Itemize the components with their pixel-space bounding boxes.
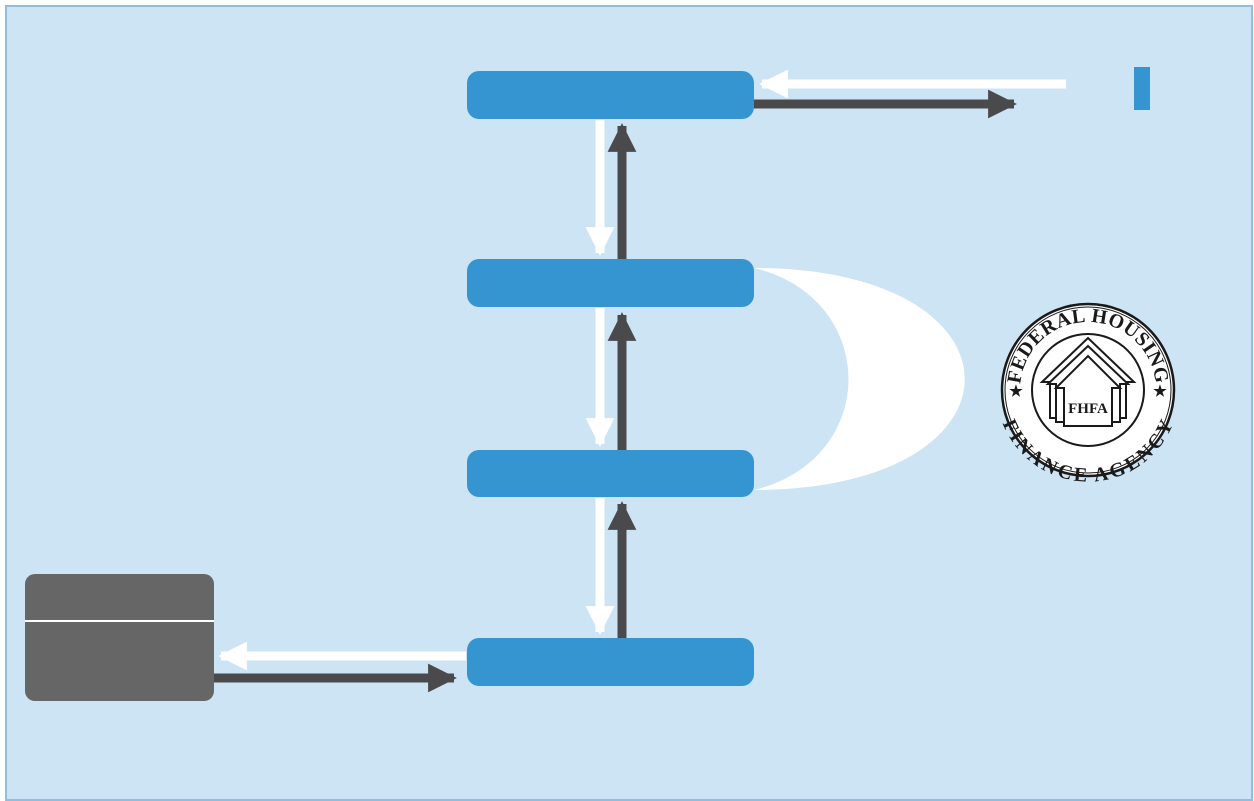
node-2 <box>467 259 754 307</box>
external-box <box>25 574 214 701</box>
node-4 <box>467 638 754 686</box>
legend-marker <box>1134 67 1150 110</box>
node-3 <box>467 450 754 497</box>
house-icon <box>1039 336 1137 427</box>
seal-center-text: FHFA <box>1068 401 1108 417</box>
fhfa-seal: FEDERAL HOUSING FINANCE AGENCY ★ ★ FHFA <box>998 302 1178 487</box>
seal-star-right: ★ <box>1153 384 1167 400</box>
feedback-loop-shape <box>754 268 965 490</box>
seal-star-left: ★ <box>1009 384 1023 400</box>
node-1 <box>467 71 754 119</box>
